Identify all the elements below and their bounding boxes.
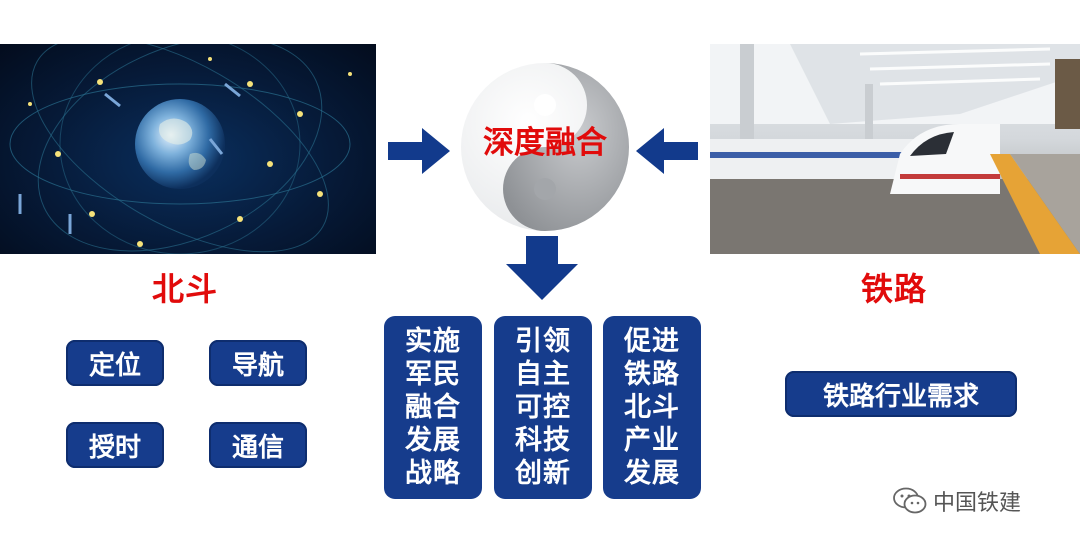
column-line: 可控 — [515, 391, 571, 424]
center-deep-integration-label: 深度融合 — [460, 128, 630, 159]
column-line: 北斗 — [624, 391, 680, 424]
column-line: 铁路 — [624, 358, 680, 391]
arrow-left-icon — [636, 128, 698, 174]
column-line: 引领 — [515, 325, 571, 358]
column-line: 产业 — [624, 424, 680, 457]
railway-demand-box: 铁路行业需求 — [785, 371, 1017, 417]
positioning-box: 定位 — [66, 340, 164, 386]
timing-box: 授时 — [66, 422, 164, 468]
innovation-column-box: 引领 自主 可控 科技 创新 — [494, 316, 592, 499]
column-line: 发展 — [624, 457, 680, 490]
beidou-title: 北斗 — [152, 273, 218, 305]
column-line: 战略 — [405, 457, 461, 490]
watermark: 中国铁建 — [893, 486, 1021, 516]
navigation-box: 导航 — [209, 340, 307, 386]
railway-title: 铁路 — [861, 273, 927, 305]
watermark-text: 中国铁建 — [933, 485, 1021, 517]
communication-box: 通信 — [209, 422, 307, 468]
railway-station-image — [710, 44, 1080, 254]
column-line: 军民 — [405, 358, 461, 391]
column-line: 实施 — [405, 325, 461, 358]
column-line: 创新 — [515, 457, 571, 490]
arrow-down-icon — [506, 236, 578, 300]
column-line: 自主 — [515, 358, 571, 391]
column-line: 科技 — [515, 424, 571, 457]
column-line: 发展 — [405, 424, 461, 457]
wechat-icon — [893, 487, 927, 515]
arrow-right-icon — [388, 128, 450, 174]
column-line: 融合 — [405, 391, 461, 424]
beidou-satellite-image — [0, 44, 376, 254]
column-line: 促进 — [624, 325, 680, 358]
industry-column-box: 促进 铁路 北斗 产业 发展 — [603, 316, 701, 499]
strategy-column-box: 实施 军民 融合 发展 战略 — [384, 316, 482, 499]
